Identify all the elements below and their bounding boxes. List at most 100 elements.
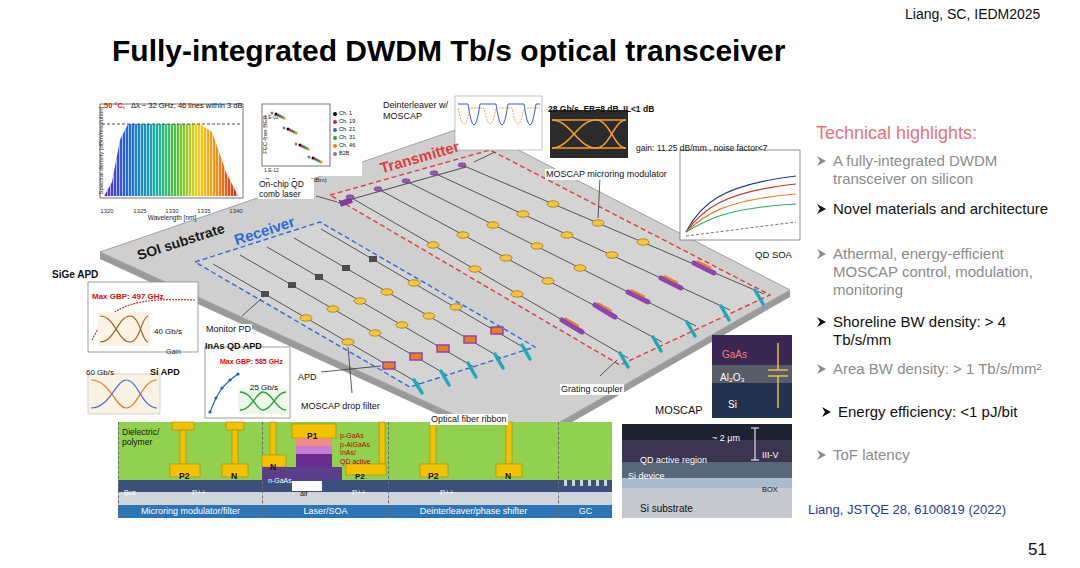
transmitter-circuit [561,232,573,238]
plot-title: InAs QD APD [205,341,262,352]
transmission-plot [458,104,540,125]
label-box: 50 °C, [104,94,125,112]
cross-section-detail [296,454,332,467]
label-box: Δλ ~ 32 GHz, 46 lines within 3 dB [131,94,243,112]
bullet-arrow [817,156,831,460]
sem-micrograph [622,424,792,440]
cross-section-detail [170,422,522,477]
plot-annotation: Max GBP: 497 GHz [92,292,164,302]
bandwidth-plot [88,282,198,352]
transmitter-circuit [606,252,618,258]
label-box: MOSCAP [655,400,703,418]
legend-text: Ch. 46 [339,142,355,148]
cross-section-detail [572,480,575,486]
receiver-circuit [396,322,408,328]
label-box: Si APD [150,361,180,379]
ber-plot [275,113,315,160]
transmitter-circuit [427,242,439,248]
legend-text: B2B [339,150,349,156]
transmitter-circuit [487,222,499,228]
dimension-label: ~ 2 μm [712,433,740,444]
axis-tick: 1.E-12 [264,167,279,173]
label-box: On-chip QD comb laser [258,179,314,199]
transmitter-circuit [592,220,604,226]
transmitter-circuit [517,211,529,217]
transmitter-circuit [427,201,649,297]
layer-label: p-AlGaAs [340,441,370,449]
callout-label: MOSCAP drop filter [300,401,381,412]
transmitter-circuit [542,278,554,284]
eye-diagram [552,120,626,148]
moscap-micrograph [768,343,788,408]
receiver-circuit [464,336,476,343]
bullet-text: A fully-integrated DWDM transceiver on s… [833,152,1055,188]
receiver-circuit [288,282,296,288]
receiver-circuit [261,291,269,297]
transmitter-circuit [565,261,711,326]
label-box: InAs QD APD [205,335,262,353]
transmitter-circuit [574,265,586,271]
bandwidth-plot [208,372,239,413]
label-box: GaAs [722,344,747,362]
contact-label: N [505,471,511,481]
legend-text: Ch. 21 [339,126,355,132]
receiver-circuit [408,280,420,286]
label-box: 1320 [100,199,113,206]
moscap-micrograph [712,365,792,383]
sem-micrograph [751,428,759,429]
label-box: p-GaAs [340,424,364,442]
label-box: P2 [179,465,189,483]
bullet-arrow [817,317,826,327]
callout-label: Grating coupler [560,384,624,395]
spectrum-plot [104,124,238,196]
spectrum-plot [104,124,238,196]
layer-label: QD active region [640,455,707,466]
plot-title: Si APD [150,367,180,378]
bandwidth-plot [210,374,238,412]
plot-title: 28 Gb/s, ER=8 dB, IL<1 dB [548,104,654,114]
receiver-circuit [300,280,462,345]
gain-plot [686,184,796,232]
bandwidth-plot [236,372,239,375]
eye-diagram [91,380,157,408]
bandwidth-plot [240,392,286,410]
doping-label: P++ [352,488,366,497]
doping-label: P++ [440,488,454,497]
ber-plot [281,116,321,163]
label-box: Technical highlights: [816,123,977,145]
label-box: Bus [124,481,136,499]
label-box: Spectral density [dBm/resolution] [89,107,96,195]
sem-micrograph [622,424,792,518]
transmitter-circuit [511,291,523,297]
gain-plot [680,150,800,240]
transmitter-circuit [378,189,662,342]
eye-diagram [88,374,160,414]
ber-plot [320,161,323,164]
label-box: Al₂O₃ [720,367,745,385]
plot-annotation: Max GBP: 585 GHz [220,358,283,366]
bandwidth-plot [100,316,148,342]
cross-section-detail [270,422,276,455]
transmitter-circuit [346,195,354,199]
label-box: 1.E-02 [264,105,279,123]
layer-label: QD active [340,458,371,466]
transmitter-circuit [565,318,579,326]
label-box: 1335 [197,199,210,206]
bandwidth-plot [214,396,217,399]
leader-line [348,347,352,393]
label-box: P++ [440,481,454,499]
label-box: A fully-integrated DWDM transceiver on s… [833,152,1055,188]
moscap-micrograph [712,335,792,365]
label-box: 51 [1028,540,1047,560]
label-box: Si device [628,465,665,483]
label-box: Si substrate [640,498,693,516]
moscap-micrograph [777,343,778,370]
section-heading: Technical highlights: [816,123,977,145]
ber-plot [262,104,330,166]
receiver-circuit [294,238,501,358]
label-box: 1325 [133,199,146,206]
transmitter-circuit [402,179,410,183]
bullet-text: Shoreline BW density: > 4 Tb/s/mm [833,313,1055,349]
transmitter-circuit [547,201,559,207]
